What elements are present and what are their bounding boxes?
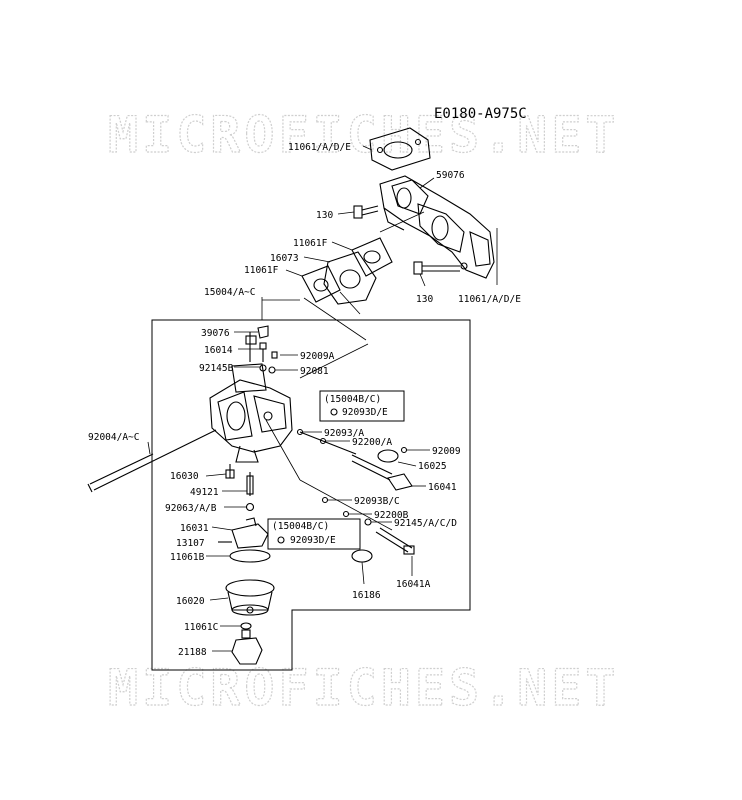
label-92145acd: 92145/A/C/D xyxy=(394,518,457,529)
carburetor-body xyxy=(209,332,293,463)
diagram-code: E0180-A975C xyxy=(434,106,527,122)
gasket-11061f-b xyxy=(301,265,341,303)
washer-11061c xyxy=(240,622,252,630)
label-15004: 15004/A~C xyxy=(204,287,255,298)
clip-39076 xyxy=(257,325,269,339)
pilot-jet-16030 xyxy=(225,464,235,479)
label-16186: 16186 xyxy=(352,590,381,601)
label-11061b: 11061B xyxy=(170,552,205,563)
label-130-right: 130 xyxy=(416,294,433,305)
label-16020: 16020 xyxy=(176,596,205,607)
watermark-bottom: MICROFICHES.NET xyxy=(108,659,620,717)
note-box-1-model: (15004B/C) xyxy=(324,394,381,405)
label-130-left: 130 xyxy=(316,210,333,221)
assembly-frame xyxy=(151,319,471,671)
solenoid-21188 xyxy=(231,629,263,665)
label-39076: 39076 xyxy=(201,328,230,339)
label-16014: 16014 xyxy=(204,345,233,356)
main-nozzle-49121 xyxy=(246,472,254,496)
label-92200a: 92200/A xyxy=(352,437,392,448)
label-92009: 92009 xyxy=(432,446,461,457)
spring-92145b xyxy=(259,364,267,372)
label-16030: 16030 xyxy=(170,471,199,482)
label-16031: 16031 xyxy=(180,523,209,534)
label-16041a: 16041A xyxy=(396,579,431,590)
float-16031 xyxy=(231,517,269,549)
label-92145b: 92145B xyxy=(199,363,234,374)
float-bowl-16020 xyxy=(225,579,275,616)
choke-lever-16041a xyxy=(375,527,415,555)
gasket-11061f-a xyxy=(351,237,393,277)
label-11061ade-top: 11061/A/D/E xyxy=(288,142,351,153)
screw-92009a xyxy=(271,351,278,359)
screw-16014 xyxy=(259,342,267,362)
lever-16041 xyxy=(387,473,413,491)
label-59076: 59076 xyxy=(436,170,465,181)
bolt-130-right xyxy=(413,261,460,275)
label-92063: 92063/A/B xyxy=(165,503,217,514)
screw-92009 xyxy=(400,446,408,454)
note-box-2-part: 92093D/E xyxy=(290,535,336,546)
bolt-130-left xyxy=(353,205,379,219)
label-16073: 16073 xyxy=(270,253,299,264)
throttle-shaft xyxy=(296,428,393,481)
label-92093a: 92093/A xyxy=(324,428,364,439)
throttle-plate-16025 xyxy=(377,449,399,463)
note-box-2-model: (15004B/C) xyxy=(272,521,329,532)
note-box-2 xyxy=(267,518,361,550)
label-11061f-b: 11061F xyxy=(244,265,279,276)
label-13107: 13107 xyxy=(176,538,205,549)
gasket-11061b xyxy=(229,549,271,563)
spacer-16073 xyxy=(323,251,377,305)
intake-manifold xyxy=(379,175,495,279)
jet-92063 xyxy=(245,502,255,512)
label-92093bc: 92093B/C xyxy=(354,496,400,507)
label-11061ade-right: 11061/A/D/E xyxy=(458,294,521,305)
label-11061f-a: 11061F xyxy=(293,238,328,249)
label-16041: 16041 xyxy=(428,482,457,493)
label-49121: 49121 xyxy=(190,487,219,498)
watermark-top: MICROFICHES.NET xyxy=(108,106,620,164)
label-92004: 92004/A~C xyxy=(88,432,139,443)
label-92081: 92081 xyxy=(300,366,329,377)
label-92009a: 92009A xyxy=(300,351,335,362)
gasket-top xyxy=(369,127,431,171)
label-16025: 16025 xyxy=(418,461,447,472)
note-box-1 xyxy=(319,390,405,422)
label-21188: 21188 xyxy=(178,647,207,658)
spring-92081 xyxy=(268,366,276,374)
label-92200b: 92200B xyxy=(374,510,409,521)
stud-92004 xyxy=(87,429,217,493)
label-11061c: 11061C xyxy=(184,622,218,633)
note-box-1-part: 92093D/E xyxy=(342,407,388,418)
choke-plate-16186 xyxy=(351,549,373,563)
